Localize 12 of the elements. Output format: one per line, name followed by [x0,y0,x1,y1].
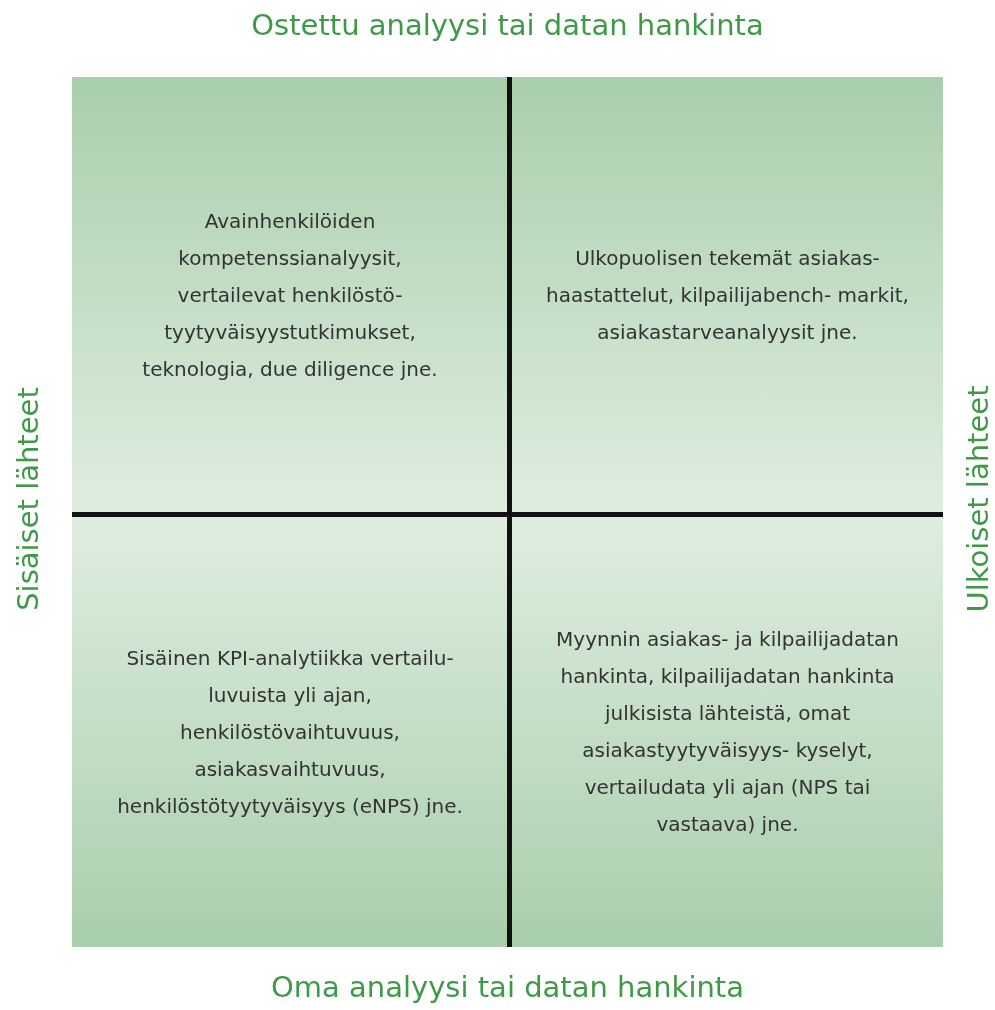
axis-label: Sisäiset lähteet [11,386,45,613]
quadrant-panel [72,517,508,947]
quadrant-text: Myynnin asiakas- ja kilpailijadatan hankinta, kilpailijadatan hankinta julkisista lähteistä, omat asiakastyytyväisyys- kyselyt, vertailudata yli ajan (NPS tai vastaava) jne. [555,626,900,838]
quadrant-panel [512,517,943,947]
axis-label: Ulkoiset lähteet [961,384,995,615]
quadrant-panel [72,77,508,513]
axis-label: Oma analyysi tai datan hankinta [270,970,745,1004]
quadrant-text: Avainhenkilöiden kompetenssianalyysit, vertailevat henkilöstö- tyytyväisyystutkimukset, teknologia, due diligence jne. [141,207,439,383]
axis-label: Ostettu analyysi tai datan hankinta [250,8,765,42]
quadrant-text: Sisäinen KPI-analytiikka vertailu- luvuista yli ajan, henkilöstövaihtuvuus, asiakasvaihtuvuus, henkilöstötyytyväisyys (eNPS) jne. [116,644,464,820]
quadrant-text: Ulkopuolisen tekemät asiakas- haastattelut, kilpailijabench- markit, asiakastarveanalyysit jne. [545,244,910,346]
quadrant-panel [512,77,943,513]
